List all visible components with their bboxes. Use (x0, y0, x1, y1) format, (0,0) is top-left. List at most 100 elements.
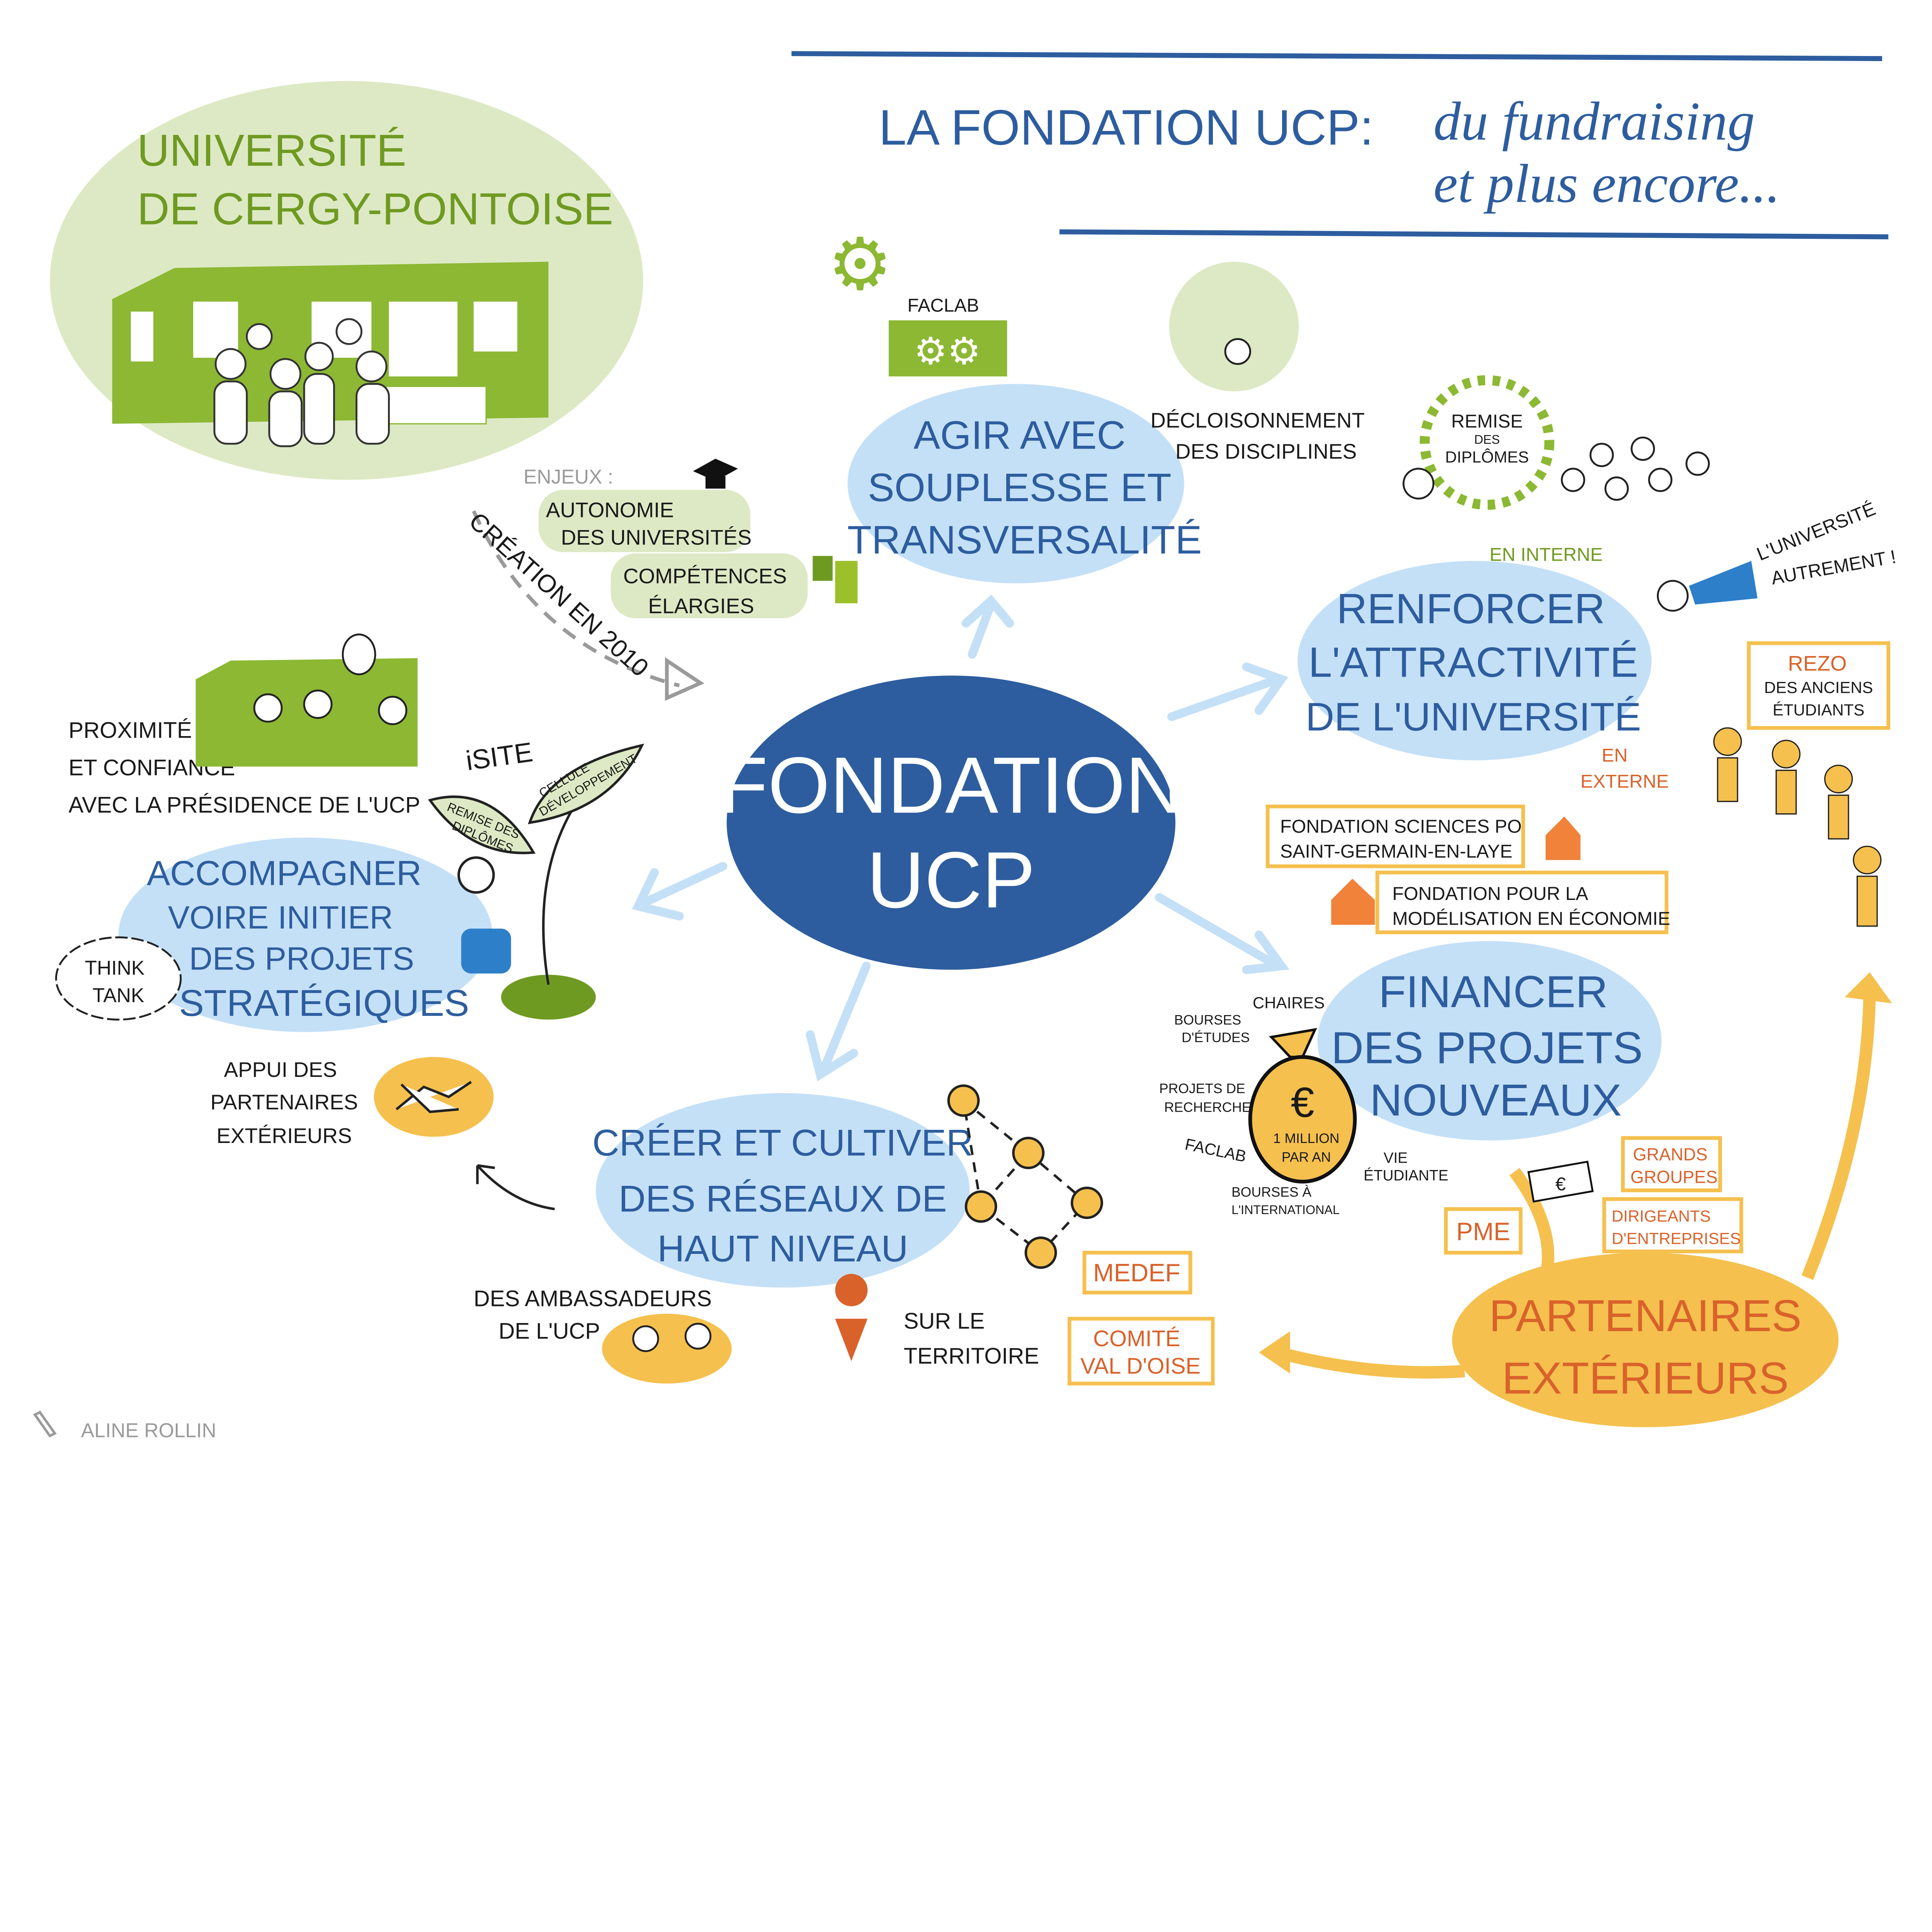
cloud-icon (55, 936, 182, 1021)
arrow-agir (961, 594, 1014, 659)
bourses-etudes-1: BOURSES (1174, 1012, 1241, 1028)
ambassador-icon (632, 1325, 659, 1352)
graduation-cap-icon (693, 459, 738, 489)
reseaux-line-3: HAUT NIVEAU (657, 1228, 908, 1270)
puzzle-icon (813, 556, 858, 604)
accompagner-line-4: STRATÉGIQUES (179, 982, 469, 1024)
house-icon (1545, 816, 1581, 860)
agir-line-2: SOUPLESSE ET (868, 465, 1172, 510)
decloisonnement-1: DÉCLOISONNEMENT (1150, 408, 1364, 432)
title: LA FONDATION UCP: du fundraising et plus… (791, 51, 1889, 240)
gears-icon: ⚙⚙ (914, 330, 981, 372)
leaf-cellule (528, 743, 645, 825)
accompagner-line-3: DES PROJETS (189, 940, 414, 977)
disciplines-bubble (1169, 262, 1299, 391)
enjeux-competences-1: COMPÉTENCES (623, 564, 787, 588)
think-tank-1: THINK (85, 957, 145, 979)
modelisation-1: FONDATION POUR LA (1392, 883, 1588, 904)
bag-line-1: 1 MILLION (1273, 1131, 1340, 1146)
en-externe-2: EXTERNE (1580, 771, 1668, 792)
appui-2: PARTENAIRES (211, 1090, 358, 1114)
think-tank-2: TANK (93, 984, 145, 1007)
medef: MEDEF (1093, 1259, 1180, 1287)
university-line-1: UNIVERSITÉ (137, 125, 406, 175)
leaf-remise (428, 795, 536, 854)
gear-icon: ⚙ (828, 224, 893, 304)
network-icon (947, 1084, 1103, 1269)
decloisonnement-2: DES DISCIPLINES (1175, 439, 1357, 463)
remise-1: REMISE (1451, 411, 1523, 432)
title-rule-top (791, 51, 1882, 61)
agir-line-3: TRANSVERSALITÉ (847, 517, 1202, 562)
rezo-1: REZO (1788, 651, 1847, 675)
partenaires-section: PARTENAIRES EXTÉRIEURS GRANDS GROUPES DI… (1259, 972, 1892, 1427)
financer-line-3: NOUVEAUX (1370, 1075, 1622, 1125)
pencil-icon (33, 1410, 57, 1438)
faclab-box (889, 320, 1007, 377)
university-bubble: UNIVERSITÉ DE CERGY-PONTOISE (50, 81, 643, 480)
en-interne-label: EN INTERNE (1490, 544, 1603, 565)
chaires: CHAIRES (1253, 994, 1325, 1012)
alumni-icons (1713, 727, 1882, 927)
agir-section: AGIR AVEC SOUPLESSE ET TRANSVERSALITÉ FA… (828, 224, 1365, 583)
modelisation-box (1375, 871, 1668, 934)
arrow-accompagner (632, 862, 728, 921)
agir-faclab-label: FACLAB (907, 295, 979, 316)
en-externe-1: EN (1602, 745, 1628, 766)
arrow-reseaux (806, 961, 871, 1082)
financer-line-1: FINANCER (1379, 966, 1608, 1017)
projets-recherche-1: PROJETS DE (1159, 1081, 1245, 1096)
grands-groupes-2: GROUPES (1630, 1167, 1718, 1187)
reseaux-line-2: DES RÉSEAUX DE (619, 1177, 947, 1219)
svg-text:€: € (1555, 1174, 1566, 1195)
megaphone-icon (1689, 561, 1758, 605)
projets-recherche-2: RECHERCHE (1164, 1099, 1251, 1115)
partenaires-line-1: PARTENAIRES (1489, 1291, 1802, 1341)
vie-etudiante-1: VIE (1384, 1150, 1408, 1167)
sciences-po-2: SAINT-GERMAIN-EN-LAYE (1280, 841, 1512, 862)
laurel-icon (1420, 375, 1554, 510)
arrow-to-appui (476, 1164, 555, 1211)
title-script: du fundraising (1434, 91, 1755, 151)
center-line-1: FONDATION (719, 740, 1183, 830)
ambassadors-bubble (602, 1313, 732, 1384)
comite-1: COMITÉ (1093, 1326, 1180, 1351)
proximite-3: AVEC LA PRÉSIDENCE DE L'UCP (68, 793, 420, 818)
sciences-po-box (1265, 804, 1525, 868)
author-credit: ALINE ROLLIN (33, 1410, 216, 1441)
arrow-to-alumni (1801, 985, 1876, 1280)
remise-3: DIPLÔMES (1445, 448, 1529, 466)
money-bag-icon: € (1248, 1028, 1357, 1184)
proximite-1: PROXIMITÉ (68, 718, 192, 743)
gardener-icon (457, 856, 495, 894)
partenaires-line-2: EXTÉRIEURS (1502, 1353, 1789, 1403)
ambassadeurs-1: DES AMBASSADEURS (474, 1286, 712, 1311)
comite-2: VAL D'OISE (1080, 1354, 1201, 1379)
fondations-section: FONDATION SCIENCES PO SAINT-GERMAIN-EN-L… (1265, 804, 1670, 934)
agir-line-1: AGIR AVEC (913, 413, 1126, 457)
isite-label: iSITE (464, 737, 535, 776)
title-main: LA FONDATION UCP: (879, 100, 1374, 155)
enjeux-autonomie-1: AUTONOMIE (546, 498, 674, 522)
arrow-financer (1155, 893, 1289, 974)
bag-line-2: PAR AN (1282, 1149, 1331, 1165)
territoire-1: SUR LE (904, 1309, 985, 1334)
ambassador-icon-2 (684, 1323, 712, 1350)
location-pin-icon (835, 1274, 868, 1361)
rezo-box (1747, 641, 1890, 730)
renforcer-line-3: DE L'UNIVERSITÉ (1306, 694, 1641, 739)
enjeux-section: ENJEUX : AUTONOMIE DES UNIVERSITÉS COMPÉ… (464, 459, 858, 701)
ambassadeurs-2: DE L'UCP (498, 1319, 600, 1344)
arrow-renforcer (1167, 662, 1289, 721)
renforcer-line-1: RENFORCER (1337, 585, 1605, 633)
appui-3: EXTÉRIEURS (216, 1124, 352, 1148)
financer-line-2: DES PROJETS (1331, 1023, 1643, 1073)
university-building-icon (112, 262, 549, 425)
accompagner-line-2: VOIRE INITIER (168, 899, 393, 935)
bourses-etudes-2: D'ÉTUDES (1182, 1030, 1250, 1045)
euro-icon: € (1291, 1079, 1314, 1126)
accompagner-line-1: ACCOMPAGNER (147, 854, 422, 893)
arrow-to-reseaux (1276, 1346, 1465, 1379)
appui-1: APPUI DES (224, 1058, 337, 1082)
modelisation-2: MODÉLISATION EN ÉCONOMIE (1392, 908, 1670, 929)
